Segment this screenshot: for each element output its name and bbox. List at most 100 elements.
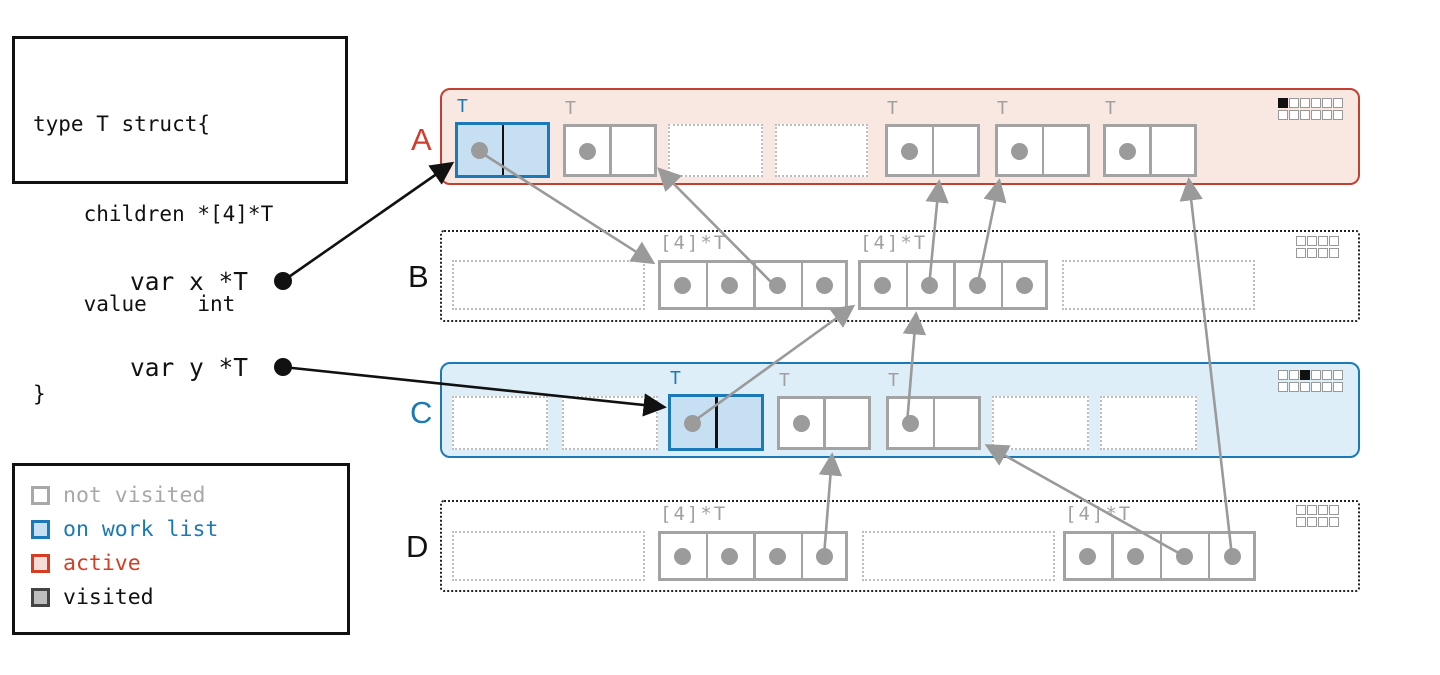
object-t (777, 396, 871, 450)
pointer-dot (768, 277, 786, 294)
object-children-array (858, 260, 1048, 310)
type-label-array: [4]*T (660, 232, 728, 254)
type-label-array: [4]*T (860, 232, 928, 254)
var-x-label: var x *T (130, 267, 249, 296)
object-children-array (658, 531, 848, 581)
type-label-array: [4]*T (660, 503, 728, 525)
bitmap-bit (1307, 505, 1317, 515)
legend-item-active: active (31, 551, 347, 576)
pointer-dot (816, 277, 834, 294)
bitmap-bit (1318, 517, 1328, 527)
free-slot (992, 396, 1089, 450)
allocation-bitmap-d (1296, 505, 1339, 527)
legend-label: visited (63, 585, 154, 610)
on-work-list-swatch-icon (31, 520, 50, 539)
field-divider (1149, 127, 1152, 174)
pointer-dot (1127, 548, 1145, 565)
bitmap-bit (1311, 382, 1321, 392)
pointer-dot (816, 548, 834, 565)
var-y-label: var y *T (130, 353, 249, 382)
type-label-t: T (779, 370, 790, 391)
bitmap-bit (1296, 517, 1306, 527)
bitmap-bit (1311, 110, 1321, 120)
field-divider (931, 127, 934, 174)
bitmap-bit (1300, 98, 1310, 108)
bitmap-bit-set (1278, 98, 1288, 108)
pointer-dot (900, 142, 918, 160)
object-t-on-worklist (668, 394, 764, 451)
legend-label: active (63, 551, 141, 576)
free-slot (452, 260, 645, 310)
bitmap-bit (1289, 382, 1299, 392)
pointer-dot (721, 277, 739, 294)
bitmap-bit-set (1300, 370, 1310, 380)
field-divider (609, 127, 612, 174)
bitmap-bit (1329, 505, 1339, 515)
pointer-dot (1010, 142, 1028, 160)
pointer-dot (792, 415, 810, 432)
field-divider (715, 397, 718, 448)
slot-divider (800, 534, 803, 578)
bitmap-bit (1296, 248, 1306, 258)
pointer-dot (721, 548, 739, 565)
pointer-dot (1016, 277, 1034, 294)
bitmap-bit (1307, 248, 1317, 258)
pointer-dot (1118, 142, 1136, 160)
pointer-dot (1175, 548, 1193, 565)
code-line: type T struct{ (33, 112, 211, 136)
bitmap-bit (1322, 110, 1332, 120)
bitmap-bit (1296, 236, 1306, 246)
legend-label: on work list (63, 517, 219, 542)
bitmap-bit (1278, 382, 1288, 392)
span-label-c: C (410, 395, 433, 430)
bitmap-bit (1300, 382, 1310, 392)
slot-divider (1159, 534, 1162, 578)
free-slot (775, 124, 868, 177)
free-slot (1100, 396, 1197, 450)
object-t (886, 396, 981, 450)
code-line: value int (33, 292, 236, 316)
free-slot (862, 531, 1055, 581)
type-label-t: T (565, 98, 576, 119)
field-divider (932, 399, 935, 447)
bitmap-bit (1333, 382, 1343, 392)
bitmap-bit (1329, 248, 1339, 258)
bitmap-bit (1289, 370, 1299, 380)
slot-divider (800, 263, 803, 307)
struct-definition-box: type T struct{ children *[4]*T value int… (12, 36, 348, 406)
slot-divider (1111, 534, 1114, 578)
bitmap-bit (1289, 110, 1299, 120)
legend-item-on-work-list: on work list (31, 517, 347, 542)
type-label-t: T (670, 368, 681, 389)
bitmap-bit (1289, 98, 1299, 108)
type-label-t: T (887, 98, 898, 119)
legend-box: not visited on work list active visited (12, 463, 350, 635)
allocation-bitmap-b (1296, 236, 1339, 258)
slot-divider (753, 263, 756, 307)
pointer-dot (921, 277, 939, 294)
code-line: } (33, 382, 46, 406)
span-label-b: B (408, 259, 429, 294)
pointer-dot (968, 277, 986, 294)
slot-divider (905, 263, 908, 307)
pointer-dot (673, 548, 691, 565)
slot-divider (1000, 263, 1003, 307)
object-children-array (658, 260, 848, 310)
pointer-dot (684, 414, 701, 432)
bitmap-bit (1278, 370, 1288, 380)
object-t (995, 124, 1090, 177)
visited-swatch-icon (31, 588, 50, 607)
active-swatch-icon (31, 554, 50, 573)
bitmap-bit (1311, 98, 1321, 108)
slot-divider (753, 534, 756, 578)
object-t (885, 124, 980, 177)
pointer-dot (768, 548, 786, 565)
free-slot (452, 396, 548, 450)
object-t (1103, 124, 1197, 177)
bitmap-bit (1329, 517, 1339, 527)
bitmap-bit (1333, 370, 1343, 380)
bitmap-bit (1300, 110, 1310, 120)
code-line: children *[4]*T (33, 202, 274, 226)
bitmap-bit (1333, 110, 1343, 120)
legend-item-visited: visited (31, 585, 347, 610)
